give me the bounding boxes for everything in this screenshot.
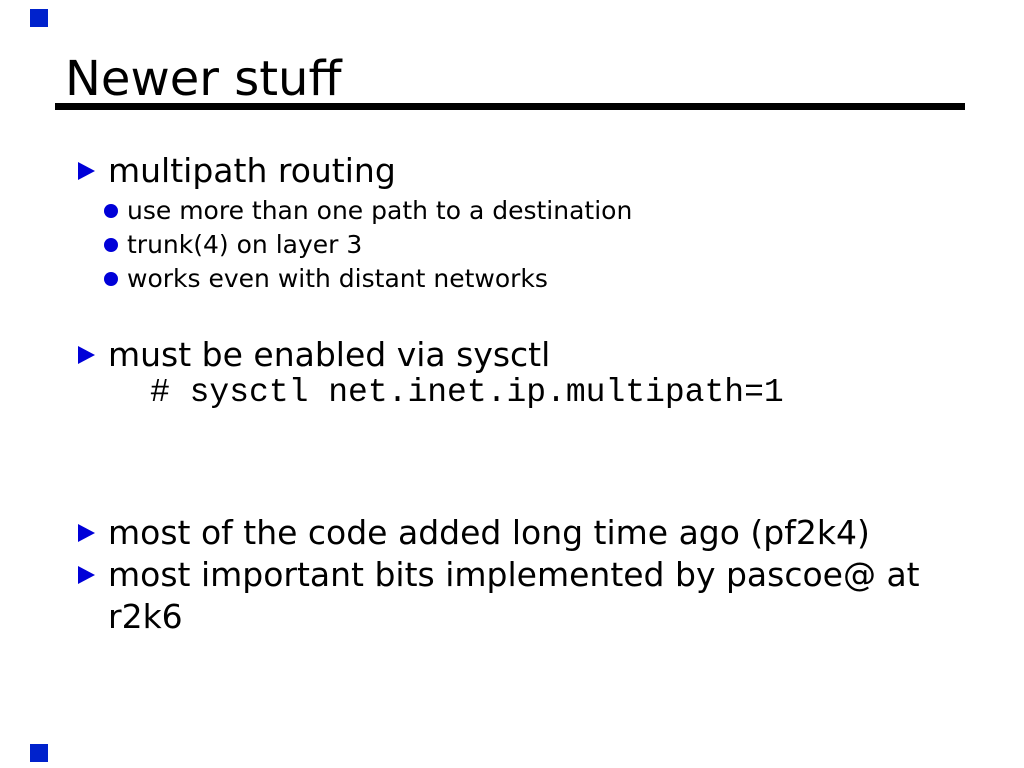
bullet-text: must be enabled via sysctl — [108, 335, 551, 374]
bullet-text: most of the code added long time ago (pf… — [108, 513, 870, 552]
bullet-item-sysctl: must be enabled via sysctl — [78, 334, 550, 376]
bullet-text: most important bits implemented by pasco… — [108, 554, 920, 638]
sysctl-command-text: # sysctl net.inet.ip.multipath=1 — [150, 374, 784, 411]
corner-marker-icon — [30, 9, 48, 27]
bullet-triangle-icon — [78, 162, 95, 180]
sub-bullet-text: use more than one path to a destination — [127, 196, 633, 225]
sub-bullet-item: works even with distant networks — [104, 263, 548, 295]
bullet-triangle-icon — [78, 566, 95, 584]
sub-bullet-text: works even with distant networks — [127, 264, 548, 293]
bullet-text-line1: most important bits implemented by pasco… — [108, 555, 920, 594]
bullet-text-line2: r2k6 — [108, 597, 183, 636]
title-underline — [55, 103, 965, 110]
bullet-dot-icon — [104, 238, 118, 252]
sub-bullet-text: trunk(4) on layer 3 — [127, 230, 363, 259]
sub-bullet-item: use more than one path to a destination — [104, 195, 632, 227]
bullet-triangle-icon — [78, 346, 95, 364]
bullet-text: multipath routing — [108, 151, 396, 190]
page-title: Newer stuff — [65, 51, 342, 107]
bullet-item-multipath-routing: multipath routing — [78, 150, 396, 192]
bullet-item-implementation-credit: most important bits implemented by pasco… — [78, 554, 920, 638]
sub-bullet-item: trunk(4) on layer 3 — [104, 229, 362, 261]
bullet-dot-icon — [104, 272, 118, 286]
corner-marker-icon — [30, 744, 48, 762]
bullet-triangle-icon — [78, 524, 95, 542]
bullet-item-code-history: most of the code added long time ago (pf… — [78, 512, 870, 554]
bullet-dot-icon — [104, 204, 118, 218]
